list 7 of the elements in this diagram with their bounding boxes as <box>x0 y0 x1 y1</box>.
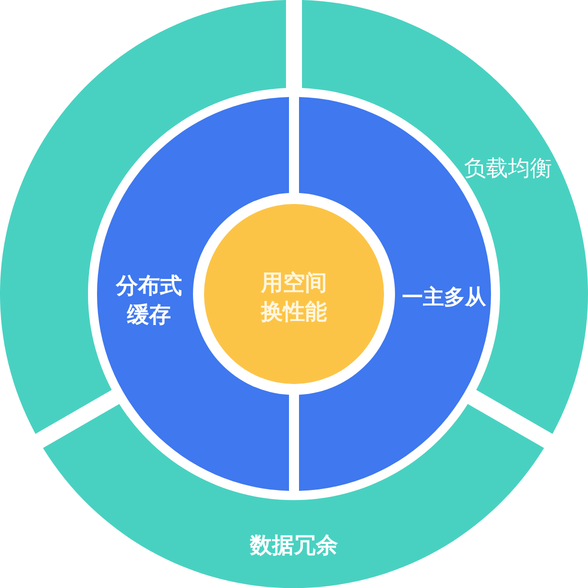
ring-segment <box>43 404 544 588</box>
center-circle <box>204 204 384 384</box>
segment-label: 负载均衡 <box>464 154 552 182</box>
segment-label: 一主多从 <box>402 284 486 312</box>
segment-label: 分布式缓存 <box>114 272 183 329</box>
center-label: 用空间换性能 <box>260 268 328 326</box>
segment-label: 数据冗余 <box>250 531 338 560</box>
